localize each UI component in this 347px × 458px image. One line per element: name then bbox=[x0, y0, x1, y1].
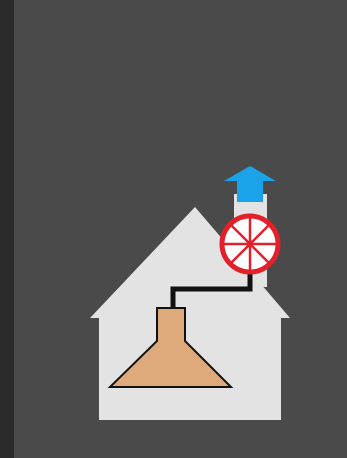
exhaust-fan-icon bbox=[219, 213, 281, 275]
left-side-strip bbox=[0, 0, 14, 458]
arrow-up-icon bbox=[224, 166, 276, 202]
range-hood-icon bbox=[107, 307, 234, 388]
duct-pipe-icon bbox=[170, 265, 253, 308]
